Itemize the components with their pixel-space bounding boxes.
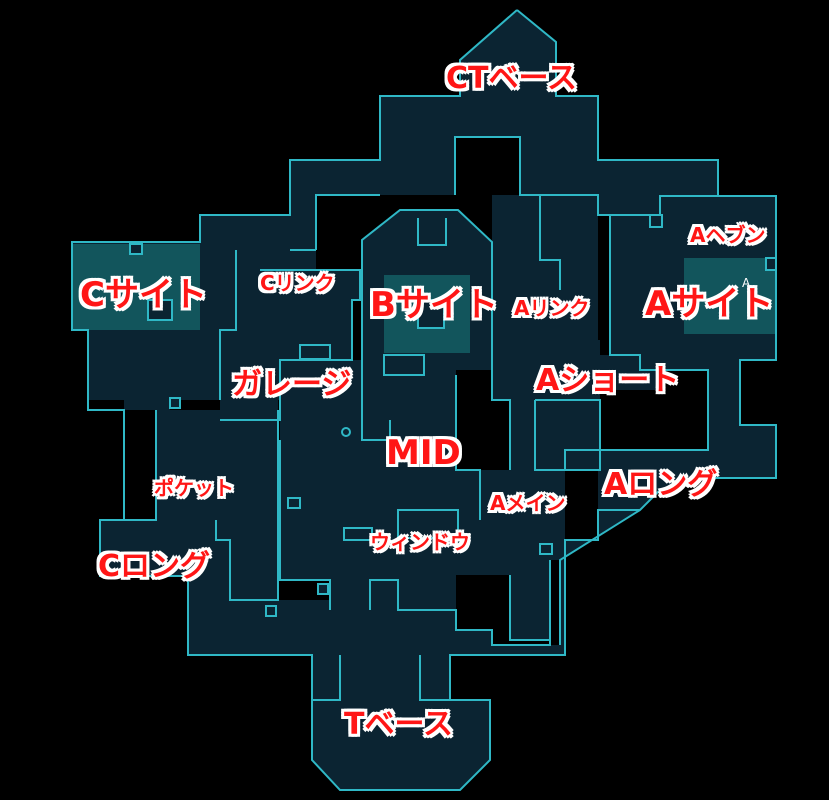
t-left-wall xyxy=(312,655,341,701)
t-right-wall xyxy=(419,655,450,701)
ct-connector-area xyxy=(290,160,380,250)
b-back-wall xyxy=(417,218,447,246)
label-mid: MID xyxy=(386,433,461,473)
garage-box xyxy=(299,344,331,360)
map-walls xyxy=(71,9,777,791)
c-link-wall xyxy=(219,250,237,400)
mid-right-wall xyxy=(455,375,481,520)
c-long-box xyxy=(265,605,277,617)
a-short-box xyxy=(534,399,601,471)
label-a-site: Aサイト xyxy=(645,284,774,324)
label-a-short: Aショート xyxy=(536,363,680,398)
c-site-box xyxy=(129,243,143,255)
a-long-wall xyxy=(559,509,641,645)
t-base-area xyxy=(312,655,490,790)
label-t-base: Tベース xyxy=(344,707,453,742)
mid-box xyxy=(287,497,301,509)
label-c-site: Cサイト xyxy=(80,275,207,315)
a-site-box xyxy=(765,257,777,271)
ct-inner-wall xyxy=(454,136,718,216)
a-site-area xyxy=(565,160,776,510)
pocket-right-wall xyxy=(215,410,279,601)
a-short-left-wall xyxy=(491,242,511,470)
a-main-box xyxy=(539,543,553,555)
mid-lower-left-wall xyxy=(279,440,331,610)
ct-base-area xyxy=(380,10,718,215)
label-pocket: ポケット xyxy=(154,476,234,500)
label-b-site: Bサイト xyxy=(370,285,498,325)
c-site-zone xyxy=(72,244,200,330)
outer-wall xyxy=(71,9,777,791)
label-a-long: Aロング xyxy=(604,467,718,502)
label-ct-base: CTベース xyxy=(446,61,577,96)
a-site-marker: A xyxy=(742,276,751,290)
window-box xyxy=(397,509,459,539)
label-a-link: Aリンク xyxy=(514,296,590,320)
garage-wall xyxy=(220,269,361,421)
window-box xyxy=(343,527,373,541)
a-link-area xyxy=(492,195,598,340)
mid-left-wall xyxy=(361,375,391,441)
label-a-main: Aメイン xyxy=(490,491,566,515)
a-site-zone xyxy=(684,258,776,334)
map-props xyxy=(129,214,777,617)
label-c-long: Cロング xyxy=(98,549,211,584)
label-a-heaven: Aヘブン xyxy=(690,223,766,247)
mid-pillar xyxy=(341,427,351,437)
b-box xyxy=(383,354,425,376)
a-site-inner-wall xyxy=(564,214,709,470)
pocket-box xyxy=(169,397,181,409)
c-site-box xyxy=(147,299,173,321)
window-wall xyxy=(369,560,551,646)
ct-left-wall xyxy=(315,194,380,250)
b-site-box xyxy=(417,299,445,329)
a-link-wall xyxy=(539,195,561,290)
pocket-area xyxy=(156,410,278,600)
label-c-link: Cリンク xyxy=(260,271,335,295)
mid-box xyxy=(317,583,329,595)
a-main-wall xyxy=(509,575,550,641)
label-window: ウィンドウ xyxy=(370,530,470,554)
a-heaven-box xyxy=(649,214,663,228)
pocket-left-wall xyxy=(124,410,157,521)
garage-area xyxy=(220,242,360,420)
mid-area xyxy=(280,360,510,610)
map-floor xyxy=(72,10,776,790)
label-garage: ガレージ xyxy=(232,367,352,402)
